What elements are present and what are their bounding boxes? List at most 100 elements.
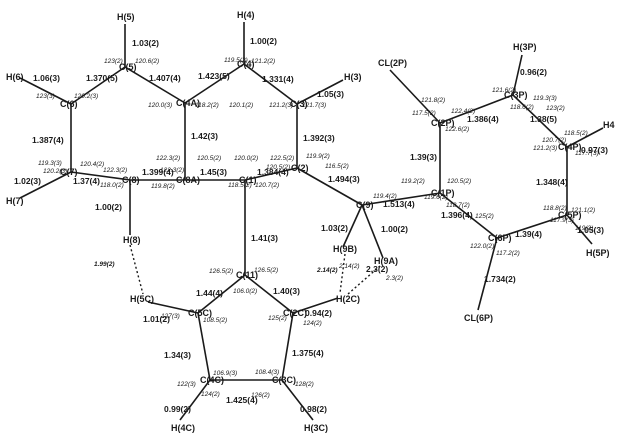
bond-angle-label: 119.5(2) bbox=[224, 57, 248, 64]
bond-angle-label: 118.5(2) bbox=[228, 182, 252, 189]
bond-angle-label: 124(2) bbox=[303, 320, 322, 327]
bond-angle-label: 120.5(2) bbox=[197, 155, 221, 162]
bond-length-c2c-h2c: 0.94(2) bbox=[305, 308, 332, 318]
bond-c2p-cl2p bbox=[389, 69, 441, 124]
bond-c3-h3 bbox=[296, 79, 344, 105]
bond-angle-label: 122.3(2) bbox=[103, 167, 127, 174]
bond-c2c-c3c bbox=[281, 312, 294, 381]
atom-label-h2c: H(2C) bbox=[336, 294, 360, 304]
bond-angle-label: 120.2(3) bbox=[43, 168, 67, 175]
atom-label-c7: C(7) bbox=[60, 167, 78, 177]
atom-label-h9a: H(9A) bbox=[374, 256, 398, 266]
bond-angle-label: 2.3(2) bbox=[385, 275, 403, 282]
atom-label-c6: C(6) bbox=[60, 99, 78, 109]
bond-length-c2-c9: 1.494(3) bbox=[328, 174, 360, 184]
bond-angle-label: 121.2(3) bbox=[269, 102, 293, 109]
bond-c9-h9a bbox=[361, 204, 384, 259]
atom-label-h3p: H(3P) bbox=[513, 42, 537, 52]
bond-angle-label: 117.5(2) bbox=[412, 110, 436, 117]
bond-angle-label: 108.5(2) bbox=[203, 317, 227, 324]
atom-label-h4c: H(4C) bbox=[171, 423, 195, 433]
bond-angle-label: 106.0(2) bbox=[233, 288, 257, 295]
bond-angle-label: 125(2) bbox=[268, 315, 287, 322]
atom-label-c2p: C(2P) bbox=[431, 118, 455, 128]
atom-label-c4p: C(4P) bbox=[558, 142, 582, 152]
bond-c2-c9 bbox=[296, 167, 363, 206]
bond-c6-h6 bbox=[19, 77, 72, 105]
bond-angle-label: 120.7(2) bbox=[542, 137, 566, 144]
bond-c4a-c4 bbox=[184, 63, 245, 104]
atom-label-c4a: C(4A) bbox=[176, 98, 200, 108]
bond-angle-label: 122.3(2) bbox=[156, 155, 180, 162]
bond-length-c8a-c1: 1.45(3) bbox=[200, 167, 227, 177]
bond-length-c5-h5: 1.03(2) bbox=[132, 38, 159, 48]
bond-c4p-h4p bbox=[566, 127, 604, 148]
bond-c4a-c5 bbox=[124, 66, 186, 104]
bond-c5-c6 bbox=[70, 66, 126, 105]
bond-length-c5-c4a: 1.407(4) bbox=[149, 73, 181, 83]
bond-angle-label: 123(2) bbox=[104, 58, 123, 65]
bond-length-c5-c6: 1.370(5) bbox=[86, 73, 118, 83]
bond-length-c4c-c3c: 1.425(4) bbox=[226, 395, 258, 405]
bond-length-c11-c2c: 1.40(3) bbox=[273, 286, 300, 296]
bond-length-c7-c8: 1.37(4) bbox=[73, 176, 100, 186]
bond-angle-label: 117.7(3) bbox=[575, 150, 599, 157]
bond-length-c9-h9b: 1.03(2) bbox=[321, 223, 348, 233]
bond-length-c3p-h3p: 0.96(2) bbox=[520, 67, 547, 77]
bond-angle-label: 121.6(2) bbox=[492, 87, 516, 94]
bond-angle-label: 124(2) bbox=[201, 391, 220, 398]
bond-angle-label: 122.5(2) bbox=[270, 155, 294, 162]
bond-c6p-c1p bbox=[439, 192, 498, 239]
bond-length-h8-h5c: 1.99(2) bbox=[94, 261, 115, 268]
bond-angle-label: 120.5(2) bbox=[447, 178, 471, 185]
atom-label-c5c: C(5C) bbox=[188, 308, 212, 318]
bond-length-c9-h9a: 1.00(2) bbox=[381, 224, 408, 234]
atom-label-cl6p: CL(6P) bbox=[464, 313, 493, 323]
bond-length-c6p-c5p: 1.39(4) bbox=[515, 229, 542, 239]
bond-length-c7-h7: 1.02(3) bbox=[14, 176, 41, 186]
atom-label-h8: H(8) bbox=[123, 235, 141, 245]
bond-angle-label: 120.1(2) bbox=[229, 102, 253, 109]
bond-angle-label: 119.4(2) bbox=[373, 193, 397, 200]
bond-length-labels: 1.03(2) 1.00(2) 1.06(3) 1.370(5) 1.407(4… bbox=[14, 36, 608, 414]
contact-h9b-h2c bbox=[339, 253, 346, 294]
atom-label-cl2p: CL(2P) bbox=[378, 58, 407, 68]
bond-length-c4a-c4: 1.423(5) bbox=[198, 71, 230, 81]
bond-c9-h9b bbox=[342, 204, 363, 248]
atom-label-h3c: H(3C) bbox=[304, 423, 328, 433]
bond-c11-c5c bbox=[197, 274, 246, 314]
atom-label-c1p: C(1P) bbox=[431, 188, 455, 198]
bond-c3p-h3p bbox=[512, 54, 523, 96]
bond-angle-label: 122.6(2) bbox=[445, 126, 469, 133]
atom-label-h5: H(5) bbox=[117, 12, 135, 22]
bond-c3p-c4p bbox=[512, 94, 568, 148]
bond-c2c-h2c bbox=[292, 297, 339, 314]
bond-length-h9b-h2c: 2.14(2) bbox=[316, 267, 338, 274]
bond-angle-label: 123(2) bbox=[546, 105, 565, 112]
bond-angle-label: 120.4(2) bbox=[80, 161, 104, 168]
bond-length-c4c-h4c: 0.99(2) bbox=[164, 404, 191, 414]
bonds bbox=[19, 22, 604, 421]
bond-angle-label: 121.8(2) bbox=[421, 97, 445, 104]
bond-length-c8-h8: 1.00(2) bbox=[95, 202, 122, 212]
atom-label-c3p: C(3P) bbox=[504, 90, 528, 100]
bond-angle-label: 118.7(2) bbox=[446, 202, 470, 209]
atom-label-c4: C(4) bbox=[237, 59, 255, 69]
atom-label-c3: C(3) bbox=[290, 99, 308, 109]
bond-length-c3-h3: 1.05(3) bbox=[317, 89, 344, 99]
bond-c7-c8 bbox=[70, 171, 131, 181]
bond-angle-label: 123(3) bbox=[36, 93, 55, 100]
bond-length-h9a-h2c: 2.3(2) bbox=[366, 264, 388, 274]
bond-length-c1-c11: 1.41(3) bbox=[251, 233, 278, 243]
bond-angle-label: 122(3) bbox=[177, 381, 196, 388]
bond-c4c-h4c bbox=[179, 379, 211, 421]
atom-label-c9: C(9) bbox=[356, 200, 374, 210]
bond-length-c11-c5c: 1.44(4) bbox=[196, 288, 223, 298]
bond-length-c6-h6: 1.06(3) bbox=[33, 73, 60, 83]
bond-length-c8-c8a: 1.399(4) bbox=[142, 167, 174, 177]
atom-label-c2c: C(2C) bbox=[283, 308, 307, 318]
atom-label-h5p: H(5P) bbox=[586, 248, 610, 258]
bond-angle-labels: 123(2) 120.6(2) 119.5(2) 121.2(2) 123(3)… bbox=[36, 57, 599, 399]
bond-length-c2p-c3p: 1.386(4) bbox=[467, 114, 499, 124]
